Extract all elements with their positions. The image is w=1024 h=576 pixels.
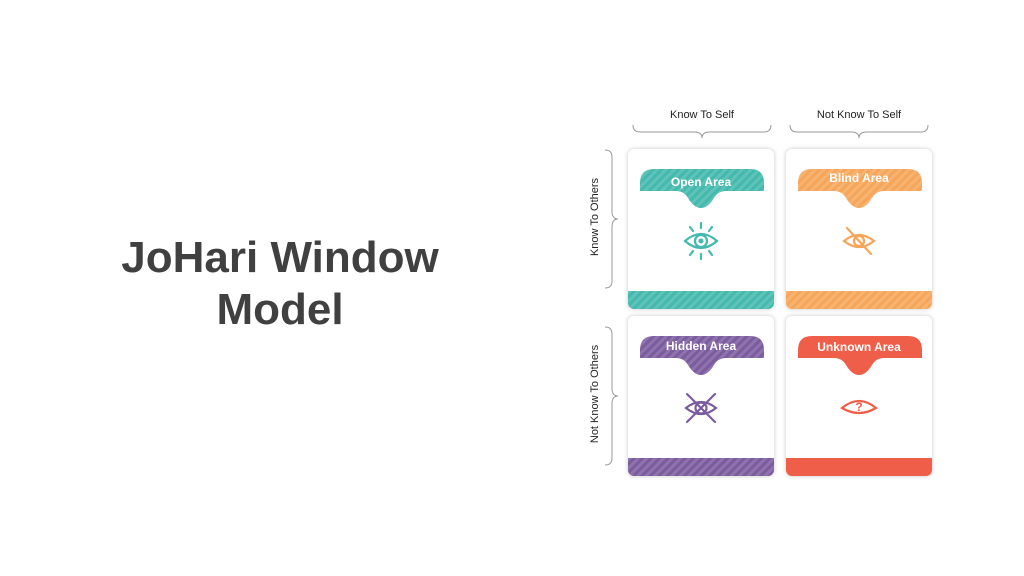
quadrant-label: Unknown Area <box>817 340 901 354</box>
eye-question-icon: ? <box>840 399 878 415</box>
column-brace-know-to-self <box>632 124 772 139</box>
page-title: JoHari Window Model <box>121 233 439 334</box>
column-label-know-to-self: Know To Self <box>669 109 734 121</box>
row-label-not-know-to-others: Not Know To Others <box>589 344 601 444</box>
quadrant-label: Hidden Area <box>665 339 737 353</box>
quadrant-unknown-area: Unknown Area ? <box>786 316 932 476</box>
column-brace-not-know-to-self <box>789 124 929 139</box>
row-brace-know-to-others <box>604 149 619 289</box>
svg-text:?: ? <box>855 400 862 414</box>
quadrant-header-tab <box>640 336 764 375</box>
quadrant-footer-bar <box>786 458 932 476</box>
quadrant-open-area: Open Area <box>628 149 774 309</box>
quadrant-footer-bar <box>786 291 932 309</box>
row-brace-not-know-to-others <box>604 326 619 466</box>
quadrant-label: Open Area <box>670 175 732 189</box>
quadrant-blind-area: Blind Area <box>786 149 932 309</box>
quadrant-header-tab <box>798 169 922 208</box>
eye-icon <box>683 221 719 261</box>
quadrant-hidden-area: Hidden Area <box>628 316 774 476</box>
quadrant-header-tab <box>640 169 764 208</box>
quadrant-header-tab <box>798 336 922 375</box>
eye-slash-icon <box>842 226 876 256</box>
quadrant-footer-bar <box>628 291 774 309</box>
quadrant-footer-bar <box>628 458 774 476</box>
quadrant-label: Blind Area <box>829 171 889 185</box>
eye-crossed-icon <box>684 392 718 424</box>
row-label-know-to-others: Know To Others <box>589 177 601 257</box>
column-label-not-know-to-self: Not Know To Self <box>816 109 902 121</box>
